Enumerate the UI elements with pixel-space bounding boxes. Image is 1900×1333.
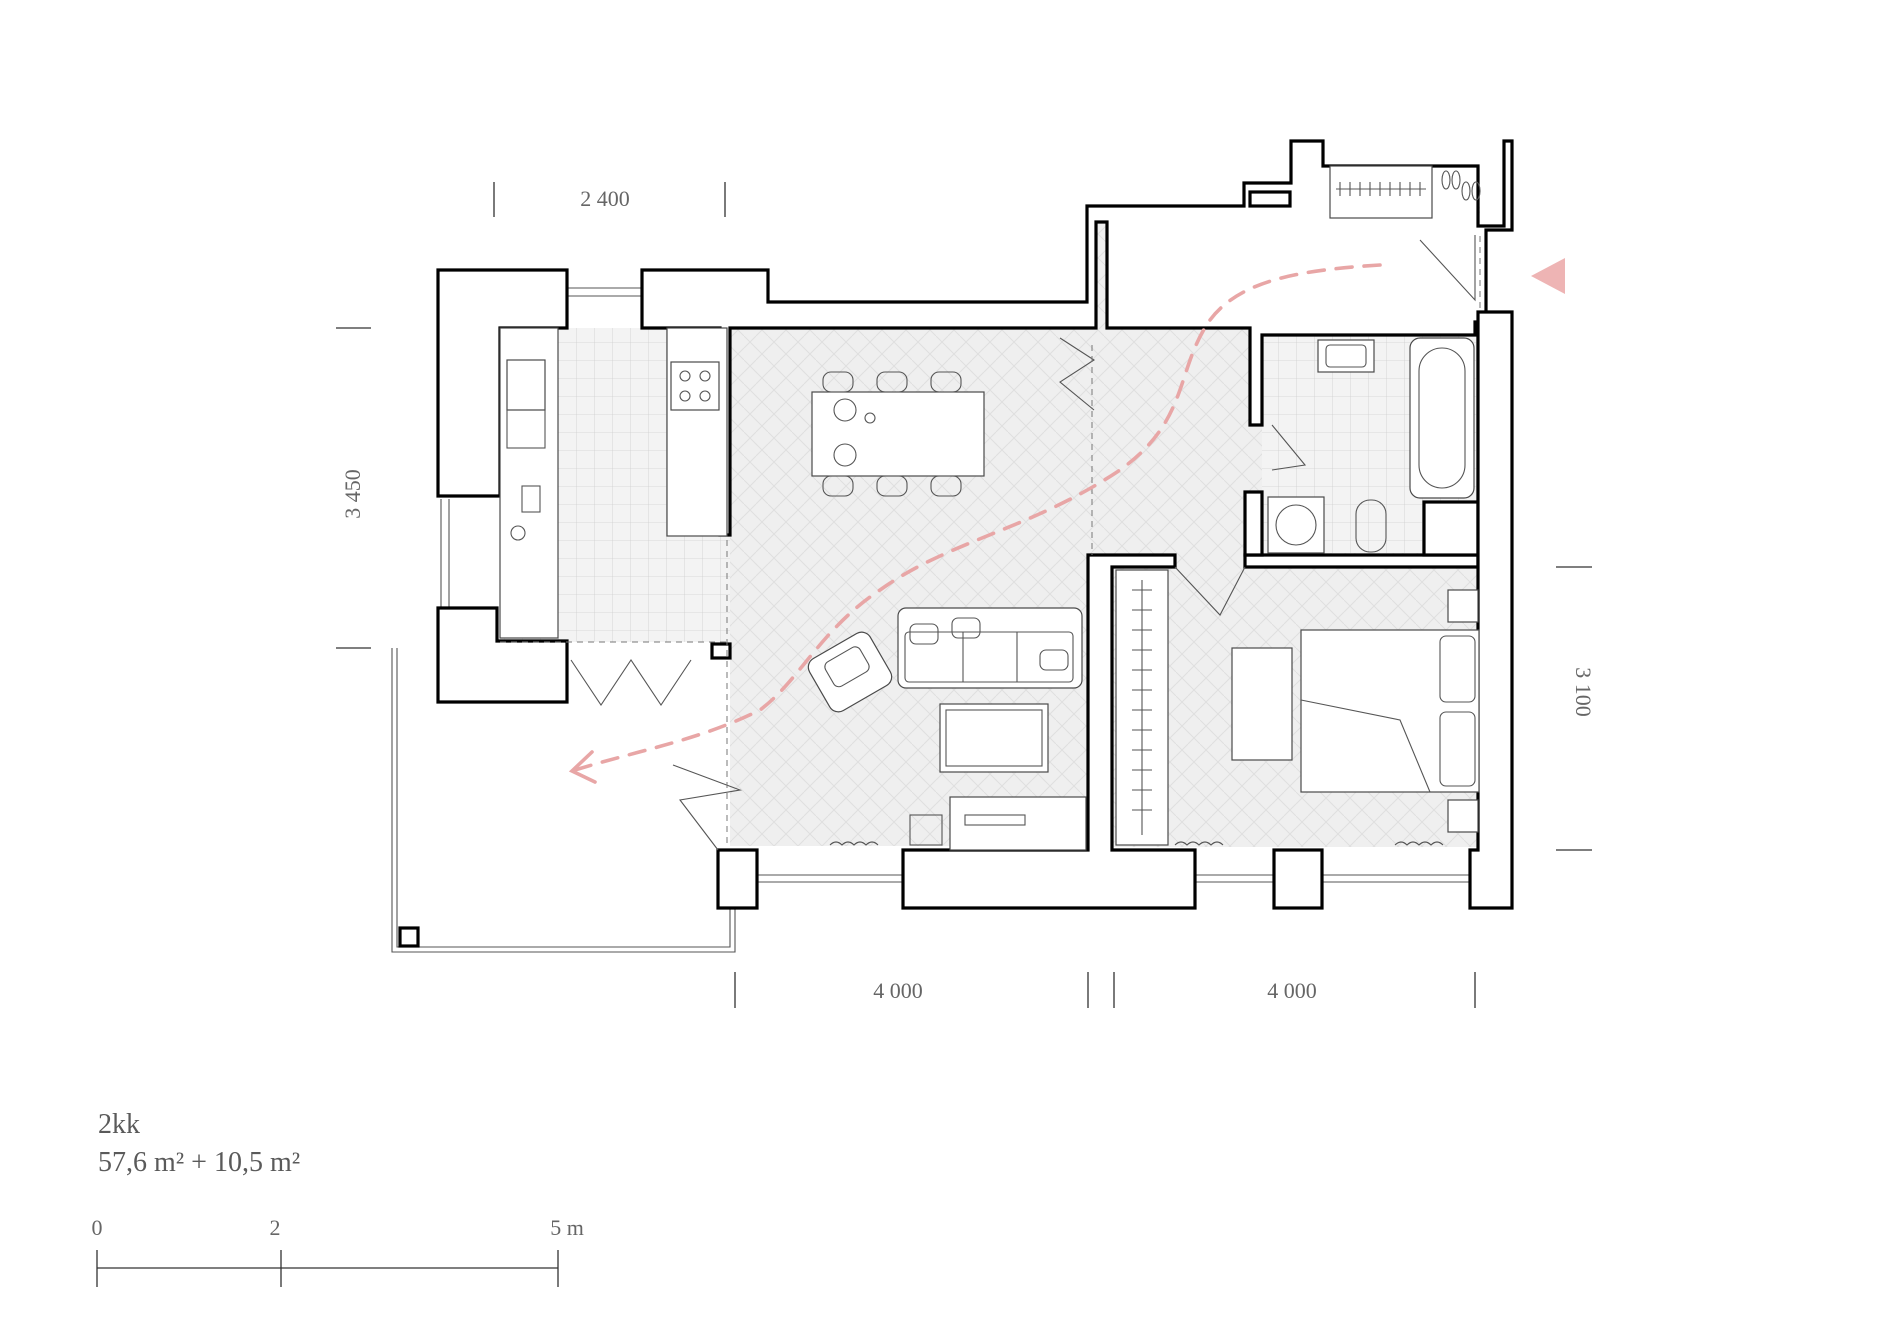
bathroom-fixtures xyxy=(1267,337,1475,554)
hob xyxy=(670,361,720,411)
toilet xyxy=(1355,499,1387,553)
circulation-route xyxy=(568,258,1565,784)
bed-door xyxy=(1174,566,1246,616)
scale-bar: 0 2 5 m xyxy=(92,1215,584,1287)
column-bedroom xyxy=(1272,848,1324,910)
armchair xyxy=(807,631,893,713)
kitchen-lower-wall xyxy=(436,606,569,704)
windows xyxy=(440,287,1470,883)
hall-partition-right xyxy=(1243,490,1264,557)
entry-arrow-icon xyxy=(1531,258,1565,294)
dining-set xyxy=(811,371,985,497)
dimensions: 2 400 3 450 4 000 4 000 3 100 xyxy=(336,182,1596,1008)
kitchen-top-wall xyxy=(640,139,1514,537)
bath-door xyxy=(1271,424,1307,471)
scale-tick-2: 2 xyxy=(270,1215,281,1240)
rug xyxy=(939,703,1049,773)
tv-unit xyxy=(949,796,1087,851)
living-furniture xyxy=(807,607,1087,851)
hall-door xyxy=(1059,337,1096,411)
bathtub xyxy=(1409,337,1475,499)
entry-door xyxy=(1419,235,1476,302)
dim-kitchen-depth: 3 450 xyxy=(340,469,365,519)
scale-tick-0: 0 xyxy=(92,1215,103,1240)
entry-furniture xyxy=(1329,165,1481,219)
dim-bedroom-depth: 3 100 xyxy=(1571,667,1596,717)
kitchen-fixtures xyxy=(499,327,728,639)
dim-kitchen-width: 2 400 xyxy=(580,186,630,211)
unit-type: 2kk xyxy=(98,1109,140,1140)
living-bottom-wall xyxy=(901,553,1197,910)
washing-machine xyxy=(1267,496,1325,554)
route-arrow-icon xyxy=(568,750,597,784)
scale-tick-5: 5 m xyxy=(550,1215,584,1240)
doors xyxy=(500,235,1481,851)
dim-bedroom-width: 4 000 xyxy=(1267,978,1317,1003)
entry-shaft xyxy=(1248,190,1292,208)
living-bottom-wall-left xyxy=(716,848,759,910)
shaft-bathroom xyxy=(1422,500,1480,557)
bedroom-furniture xyxy=(1115,569,1480,846)
living-door xyxy=(672,764,743,851)
bed xyxy=(1300,629,1480,793)
route-line xyxy=(573,263,1382,772)
bedroom-partition xyxy=(1243,553,1480,569)
column-kitchen xyxy=(710,642,732,660)
balcony-door xyxy=(570,659,692,706)
walls xyxy=(436,139,1514,910)
nightstand-top xyxy=(1447,589,1479,623)
dim-living-width: 4 000 xyxy=(873,978,923,1003)
bench xyxy=(1231,647,1293,761)
sink xyxy=(506,359,546,411)
sofa xyxy=(897,607,1083,689)
right-outer-wall xyxy=(1468,310,1514,910)
nightstand-bottom xyxy=(1447,799,1479,833)
balcony xyxy=(391,648,736,953)
unit-area: 57,6 m² + 10,5 m² xyxy=(98,1147,300,1178)
